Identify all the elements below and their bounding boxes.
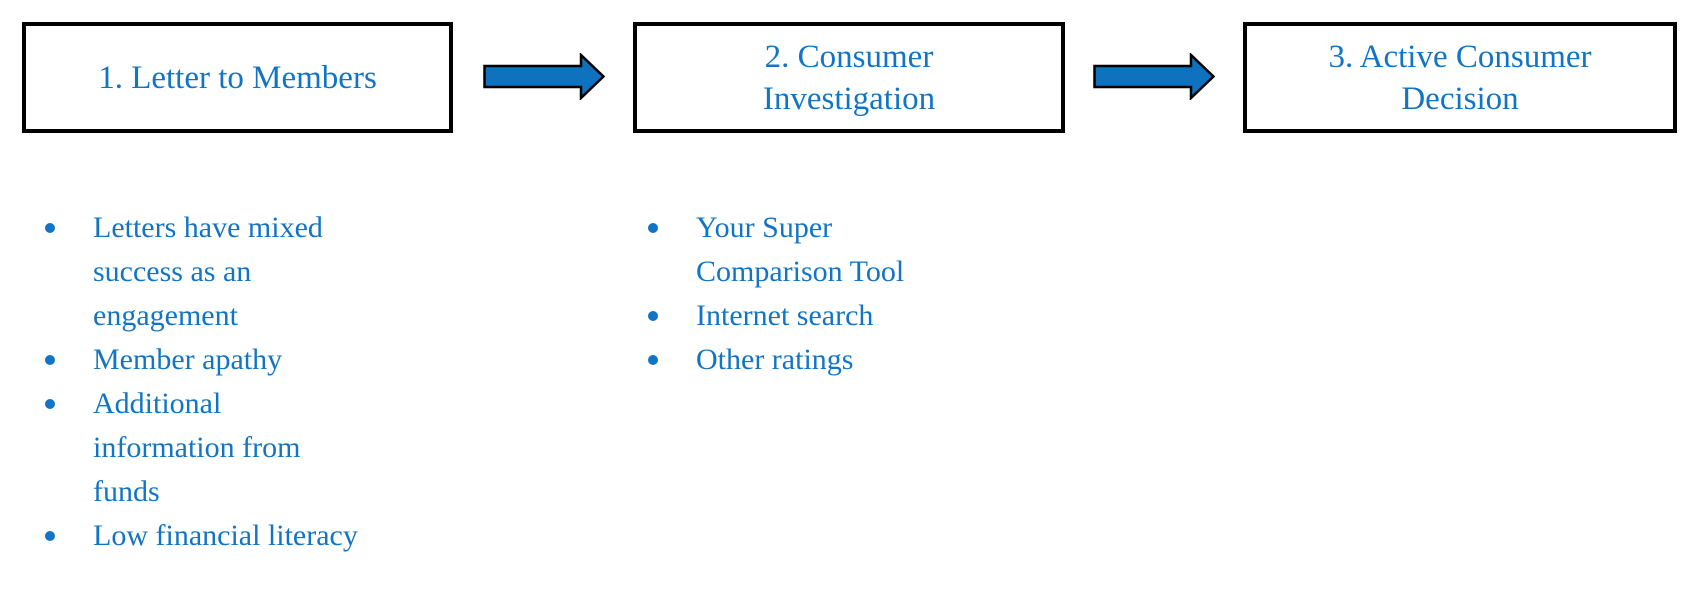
box-label-line: 1. Letter to Members [98, 59, 377, 96]
list-item: Additional information from funds [30, 382, 460, 514]
list-item-line: Additional [93, 387, 222, 420]
list-item: Your Super Comparison Tool [633, 206, 1063, 294]
right-arrow-shape [483, 53, 605, 100]
right-arrow-icon [1093, 53, 1215, 100]
bullet-icon [648, 311, 658, 321]
flow-step-3-box: 3. Active Consumer Decision [1243, 22, 1677, 133]
list-item-line: Comparison Tool [696, 255, 905, 288]
bullet-list-letter-to-members: Letters have mixed success as an engagem… [30, 206, 460, 558]
list-item-line: success as an [93, 255, 252, 288]
flow-step-2-label: 2. Consumer Investigation [763, 36, 935, 120]
flow-step-1-label: 1. Letter to Members [98, 57, 377, 99]
bullet-icon [648, 355, 658, 365]
box-label-line: Decision [1401, 80, 1519, 117]
list-item-line: Other ratings [696, 343, 854, 376]
bullet-icon [648, 223, 658, 233]
flow-step-2-box: 2. Consumer Investigation [633, 22, 1065, 133]
list-item-line: Member apathy [93, 343, 283, 376]
bullet-icon [45, 399, 55, 409]
list-item-line: information from [93, 431, 301, 464]
flow-step-1-box: 1. Letter to Members [22, 22, 453, 133]
list-item-line: engagement [93, 299, 238, 332]
list-item-line: Letters have mixed [93, 211, 323, 244]
list-item-line: Internet search [696, 299, 874, 332]
right-arrow-shape [1093, 53, 1215, 100]
flow-step-3-label: 3. Active Consumer Decision [1328, 36, 1591, 120]
box-label-line: 3. Active Consumer [1328, 38, 1592, 75]
box-label-line: Investigation [762, 80, 936, 117]
list-item-line: Low financial literacy [93, 519, 358, 552]
right-arrow-icon [483, 53, 605, 100]
bullet-icon [45, 531, 55, 541]
bullet-icon [45, 355, 55, 365]
list-item: Member apathy [30, 338, 460, 382]
list-item: Other ratings [633, 338, 1063, 382]
list-item: Low financial literacy [30, 514, 460, 558]
list-item: Letters have mixed success as an engagem… [30, 206, 460, 338]
bullet-icon [45, 223, 55, 233]
bullet-list-consumer-investigation: Your Super Comparison Tool Internet sear… [633, 206, 1063, 382]
list-item-line: Your Super [696, 211, 833, 244]
list-item-line: funds [93, 475, 160, 508]
box-label-line: 2. Consumer [764, 38, 934, 75]
list-item: Internet search [633, 294, 1063, 338]
